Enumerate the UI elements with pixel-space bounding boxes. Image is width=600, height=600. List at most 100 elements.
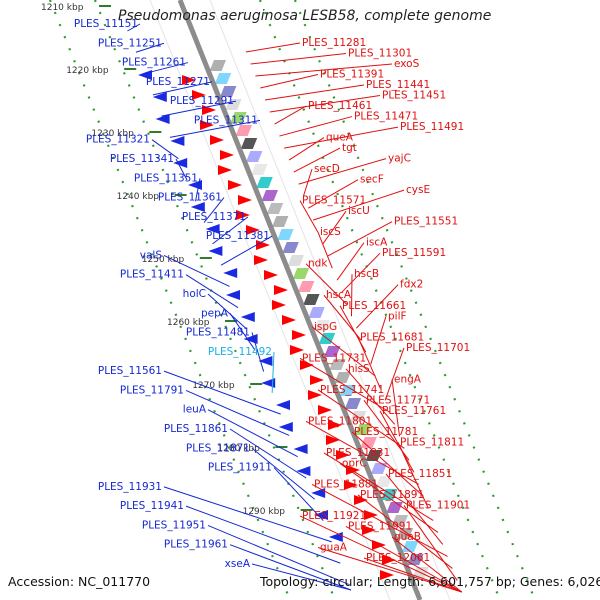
- forward-gene-label-3: PLES_11391: [320, 69, 384, 81]
- forward-gene-label-27: ispG: [314, 321, 337, 333]
- forward-gene-label-28: PLES_11681: [360, 331, 424, 343]
- forward-gene-arrow-25: [336, 450, 350, 460]
- reverse-gene-label-20: leuA: [183, 404, 207, 416]
- reverse-leader-line-27: [229, 544, 352, 591]
- reverse-leader-line-26: [207, 524, 349, 585]
- reverse-gene-label-18: PLES_11561: [98, 365, 162, 377]
- forward-leader-line-0: [245, 42, 301, 53]
- reverse-gene-label-10: PLES_11371: [182, 211, 246, 223]
- forward-leader-line-20: [341, 252, 381, 293]
- forward-gene-label-1: PLES_11301: [348, 48, 412, 60]
- reverse-gene-label-3: PLES_11271: [146, 76, 210, 88]
- forward-gene-label-18: iscS: [320, 226, 341, 238]
- reverse-gene-label-17: PLES_11492: [208, 346, 272, 358]
- reverse-leader-line-23: [273, 467, 324, 521]
- reverse-leader-line-13: [185, 274, 239, 309]
- forward-gene-arrow-22: [318, 405, 332, 415]
- forward-leader-line-21: [305, 263, 348, 305]
- reverse-gene-label-8: PLES_11351: [134, 172, 198, 184]
- forward-gene-arrow-26: [346, 465, 360, 475]
- reverse-gene-label-21: PLES_11861: [164, 423, 228, 435]
- forward-gene-label-7: PLES_11471: [354, 111, 418, 123]
- forward-gene-arrow-0: [182, 75, 196, 85]
- forward-gene-label-10: tgt: [342, 142, 357, 154]
- gene-block-38: [407, 554, 424, 565]
- forward-gene-label-16: iscU: [348, 205, 370, 217]
- forward-gene-label-42: PLES_11881: [314, 478, 378, 490]
- forward-leader-line-10: [293, 147, 341, 173]
- forward-gene-label-29: PLES_11701: [406, 342, 470, 354]
- forward-leader-line-36: [305, 420, 419, 485]
- forward-gene-label-8: PLES_11491: [400, 121, 464, 133]
- gene-block-34: [386, 502, 403, 513]
- gene-block-8: [251, 164, 268, 175]
- forward-gene-label-0: PLES_11281: [302, 37, 366, 49]
- forward-gene-label-38: PLES_11811: [400, 436, 464, 448]
- reverse-leader-line-0: [127, 23, 141, 32]
- gene-block-29: [360, 437, 377, 448]
- forward-leader-line-46: [345, 526, 463, 593]
- reverse-gene-label-1: PLES_11251: [98, 37, 162, 49]
- forward-gene-label-14: cysE: [406, 184, 430, 196]
- forward-leader-line-41: [385, 473, 444, 545]
- reverse-gene-label-25: PLES_11941: [120, 500, 184, 512]
- gene-block-7: [246, 151, 263, 162]
- reverse-leader-line-24: [163, 486, 332, 543]
- reverse-leader-line-10: [212, 216, 249, 245]
- forward-leader-line-8: [284, 126, 399, 149]
- reverse-gene-arrow-16: [278, 422, 293, 432]
- gene-block-11: [266, 203, 284, 214]
- reverse-gene-label-7: PLES_11341: [110, 153, 174, 165]
- map-title: Pseudomonas aeruginosa LESB58, complete …: [118, 8, 492, 24]
- gene-block-4: [230, 112, 247, 123]
- forward-gene-label-25: PLES_11661: [342, 300, 406, 312]
- forward-gene-label-22: hscB: [354, 268, 379, 280]
- forward-leader-line-32: [391, 379, 401, 437]
- gene-block-23: [329, 359, 346, 370]
- forward-leader-line-4: [264, 84, 365, 101]
- forward-leader-line-48: [317, 547, 462, 593]
- forward-gene-label-37: PLES_11781: [354, 426, 418, 438]
- forward-gene-arrow-21: [308, 390, 322, 400]
- forward-gene-arrow-6: [218, 165, 232, 175]
- forward-gene-arrow-10: [246, 225, 260, 235]
- forward-leader-line-9: [288, 137, 325, 161]
- forward-gene-label-35: PLES_11761: [382, 405, 446, 417]
- gene-block-0: [209, 60, 226, 71]
- forward-gene-arrow-33: [380, 570, 394, 580]
- reverse-gene-label-4: PLES_11291: [170, 95, 234, 107]
- reverse-leader-line-5: [169, 119, 261, 138]
- gene-block-24: [334, 372, 351, 383]
- forward-gene-arrow-29: [364, 510, 378, 520]
- forward-leader-line-2: [255, 63, 393, 77]
- forward-gene-arrow-17: [292, 330, 306, 340]
- forward-gene-label-32: engA: [394, 373, 422, 385]
- reverse-leader-line-21: [229, 428, 307, 479]
- forward-gene-label-30: PLES_11731: [302, 352, 366, 364]
- forward-leader-line-17: [327, 221, 393, 257]
- forward-gene-arrow-28: [354, 495, 368, 505]
- forward-leader-line-35: [379, 410, 415, 473]
- gene-block-15: [287, 255, 305, 266]
- guide-line-0: [149, 0, 391, 600]
- forward-gene-arrow-13: [264, 270, 278, 280]
- forward-gene-arrow-1: [192, 90, 206, 100]
- kbp-tick-label-4: 1250 kbp: [142, 255, 185, 265]
- reverse-gene-label-22: PLES_11871: [186, 442, 250, 454]
- kbp-tick-label-1: 1220 kbp: [66, 66, 109, 76]
- forward-gene-arrow-15: [272, 300, 286, 310]
- reverse-leader-line-7: [175, 158, 188, 181]
- reverse-gene-arrow-17: [293, 444, 308, 454]
- guide-line-1: [209, 0, 451, 600]
- reverse-leader-line-18: [163, 370, 281, 415]
- forward-gene-label-20: PLES_11591: [382, 247, 446, 259]
- forward-leader-line-43: [357, 494, 453, 569]
- reverse-leader-line-20: [207, 409, 298, 458]
- forward-gene-label-33: PLES_11741: [320, 384, 384, 396]
- gene-block-2: [220, 86, 237, 97]
- forward-leader-line-14: [312, 189, 405, 221]
- forward-leader-line-13: [308, 179, 359, 209]
- reverse-gene-arrow-12: [243, 334, 258, 344]
- gene-block-20: [313, 320, 330, 331]
